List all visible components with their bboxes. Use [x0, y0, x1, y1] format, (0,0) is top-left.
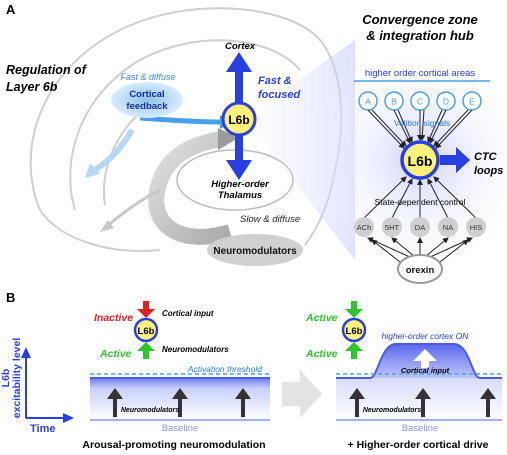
cortical-input-label-left: Cortical input [162, 309, 214, 318]
regulation-title-1: Regulation of [6, 63, 88, 77]
orexin-label: orexin [406, 265, 435, 276]
cortical-input-arrow-right [413, 349, 437, 368]
modulator-node-da [410, 217, 430, 237]
l6b-hub-node [400, 140, 440, 180]
orexin-node [397, 254, 443, 284]
convergence-title-2: & integration hub [366, 28, 474, 43]
active-bottom-label: Active [305, 348, 338, 360]
axes [21, 347, 74, 423]
transition-arrow [282, 370, 322, 418]
area-label-c: C [417, 97, 423, 107]
area-label-d: D [443, 97, 449, 107]
panel-a-letter: A [6, 2, 16, 17]
cortical-input-label-right: Cortical input [401, 366, 450, 375]
orexin-arrows [367, 237, 473, 263]
higher-order-on-label: higher-order cortex ON [382, 331, 470, 341]
cortex-label: Cortex [225, 41, 256, 52]
modulator-node-ach [354, 217, 374, 237]
l6b-hub-label: L6b [408, 153, 433, 169]
l6b-projection-arrows [226, 52, 252, 180]
x-axis-label: Time [30, 423, 55, 435]
caption-left: Arousal-promoting neuromodulation [82, 439, 265, 451]
modulator-label-da: DA [415, 223, 425, 232]
right-input-arrows [345, 301, 363, 359]
fast-diffuse-label: Fast & diffuse [120, 72, 175, 82]
activation-threshold-label: Activation threshold [187, 364, 262, 374]
state-control-arrows [363, 176, 477, 219]
caption-right: + Higher-order cortical drive [348, 439, 489, 451]
neuromodulators-label: Neuromodulators [213, 246, 297, 257]
modulator-label-ach: ACh [357, 223, 372, 232]
thalamus-label-1: Higher-order [211, 179, 270, 190]
ctc-arrow [440, 147, 470, 173]
neuromod-arrows-right [349, 388, 496, 417]
ctc-label-2: loops [474, 165, 503, 177]
modulator-node-na [438, 217, 458, 237]
baseline-label-left: Baseline [162, 423, 198, 434]
baseline-label-right: Baseline [402, 423, 438, 434]
fast-focused-label-2: focused [258, 89, 300, 101]
cortical-feedback-label-1: Cortical [129, 89, 164, 100]
inactive-label: Inactive [94, 312, 133, 324]
modulator-node-5ht [382, 217, 402, 237]
neuromodulators-node [207, 234, 303, 266]
slow-diffuse-arrow [100, 128, 238, 245]
neuromodulators-inner-right: Neuromodulators [363, 407, 421, 414]
higher-order-areas-label: higher order cortical areas [365, 68, 476, 79]
cortical-feedback-node [111, 82, 183, 118]
l6b-label-a: L6b [228, 113, 249, 127]
fast-focused-label-1: Fast & [258, 75, 292, 87]
volition-label: Volition signals [394, 118, 450, 128]
l6b-node-right [341, 317, 367, 343]
ctc-label-1: CTC [474, 151, 498, 163]
cortical-feedback-label-2: feedback [126, 101, 168, 112]
modulator-label-na: NA [443, 223, 453, 232]
modulator-node-his [466, 217, 486, 237]
panel-b-letter: B [6, 290, 15, 305]
modulator-nodes: ACh 5HT DA NA HIS [354, 217, 486, 237]
neuromodulators-label-left: Neuromodulators [162, 345, 229, 354]
neuromodulators-inner-left: Neuromodulators [121, 407, 179, 414]
convergence-title-1: Convergence zone [362, 12, 478, 27]
thalamus-label-2: Thalamus [218, 190, 262, 201]
l6b-node-left [133, 317, 159, 343]
y-axis-label-1: L6b [0, 369, 12, 388]
slow-diffuse-label: Slow & diffuse [240, 214, 300, 225]
active-top-label: Active [305, 312, 338, 324]
modulator-label-his: HIS [470, 223, 483, 232]
area-nodes: A B C D E [358, 91, 482, 111]
volition-arrows [367, 109, 473, 149]
modulator-label-5ht: 5HT [385, 223, 400, 232]
l6b-label-left: L6b [138, 326, 155, 337]
l6b-label-right: L6b [346, 326, 363, 337]
neuromod-arrows-left [107, 388, 251, 417]
area-label-a: A [365, 97, 371, 107]
area-label-e: E [469, 97, 475, 107]
left-input-arrows [137, 301, 155, 359]
l6b-node-a [221, 101, 257, 137]
regulation-title-2: Layer 6b [6, 80, 58, 94]
y-axis-label-2: excitability level [11, 338, 23, 419]
area-label-b: B [391, 97, 397, 107]
active-label-left: Active [99, 348, 132, 360]
